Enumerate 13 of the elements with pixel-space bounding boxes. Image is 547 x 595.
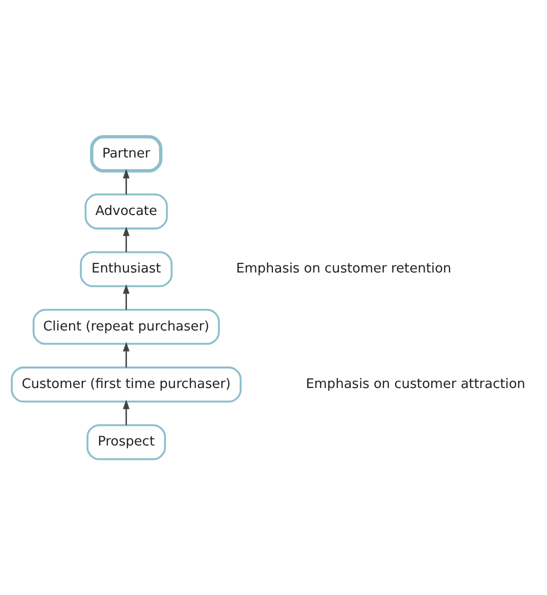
node-box: Prospect: [86, 424, 166, 460]
node-box: Enthusiast: [80, 250, 173, 287]
node-box: Advocate: [84, 193, 168, 229]
label: Emphasis on customer retention: [236, 261, 452, 276]
node-box: Customer (first time purchaser): [10, 366, 242, 402]
label: Emphasis on customer attraction: [306, 376, 526, 392]
node-box: Partner: [90, 134, 162, 172]
node-box: Client (repeat purchaser): [32, 308, 220, 344]
arrow: [122, 168, 130, 194]
arrow: [122, 341, 130, 367]
arrow: [122, 226, 130, 252]
arrow: [122, 399, 130, 425]
arrow: [122, 284, 130, 310]
